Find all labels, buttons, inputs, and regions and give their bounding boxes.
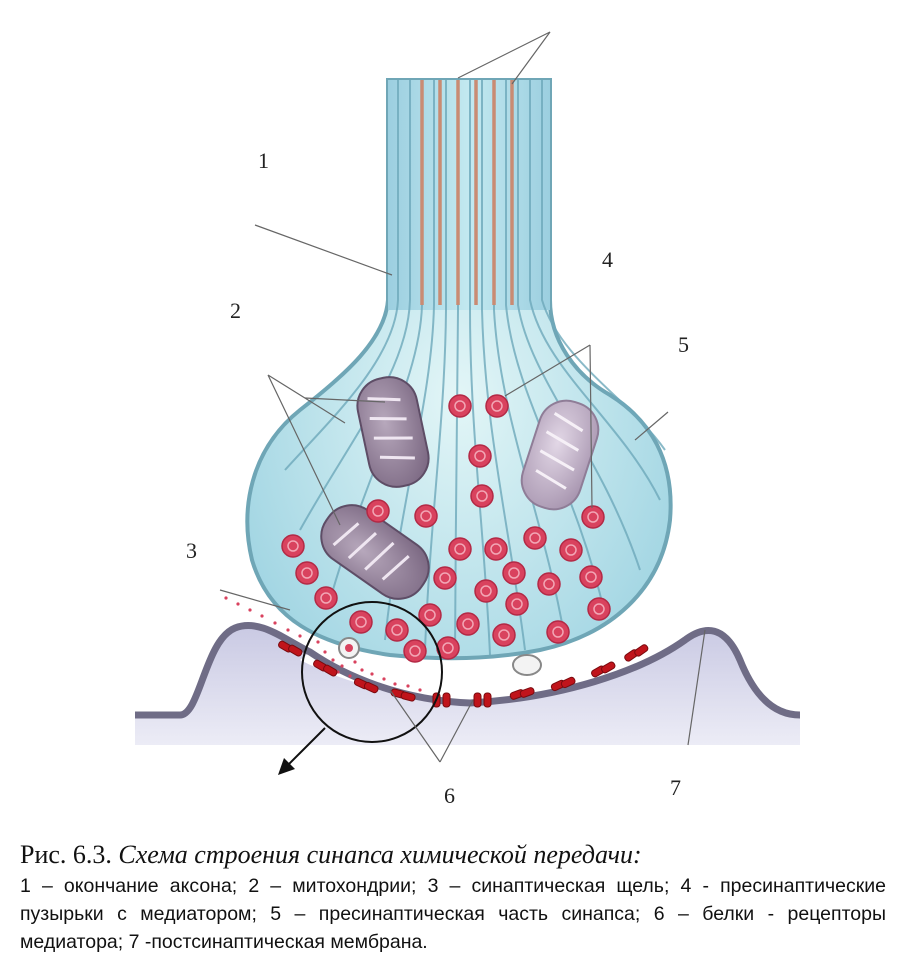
vesicle	[475, 580, 497, 602]
vesicle	[538, 573, 560, 595]
label-7: 7	[670, 775, 681, 800]
vesicle	[434, 567, 456, 589]
label-5: 5	[678, 332, 689, 357]
caption-legend: 1 – окончание аксона; 2 – митохондрии; 3…	[20, 872, 886, 956]
label-4: 4	[602, 247, 613, 272]
vesicle	[415, 505, 437, 527]
vesicle	[404, 640, 426, 662]
vesicle	[367, 500, 389, 522]
vesicle	[350, 611, 372, 633]
vesicle	[386, 619, 408, 641]
figure-caption: Рис. 6.3. Схема строения синапса химичес…	[20, 838, 886, 956]
label-2: 2	[230, 298, 241, 323]
vesicle	[296, 562, 318, 584]
vesicle	[582, 506, 604, 528]
label-1: 1	[258, 148, 269, 173]
vesicle	[315, 587, 337, 609]
vesicle	[547, 621, 569, 643]
vesicle	[471, 485, 493, 507]
vesicle	[449, 538, 471, 560]
caption-prefix: Рис. 6.3.	[20, 840, 112, 869]
vesicle	[457, 613, 479, 635]
vesicle	[485, 538, 507, 560]
vesicle	[560, 539, 582, 561]
fusing-vesicle	[339, 638, 359, 658]
vesicle	[486, 395, 508, 417]
vesicle	[449, 395, 471, 417]
vesicle	[580, 566, 602, 588]
caption-heading: Схема строения синапса химической переда…	[118, 840, 641, 869]
vesicle	[503, 562, 525, 584]
label-3: 3	[186, 538, 197, 563]
vesicle	[588, 598, 610, 620]
vesicle	[524, 527, 546, 549]
vesicle	[506, 593, 528, 615]
caption-title: Рис. 6.3. Схема строения синапса химичес…	[20, 838, 886, 872]
label-6: 6	[444, 783, 455, 808]
vesicle	[493, 624, 515, 646]
synapse-diagram: 1 2 3 4 5 6 7	[0, 0, 900, 840]
vesicle	[282, 535, 304, 557]
vesicle	[469, 445, 491, 467]
fusing-vesicle	[513, 655, 541, 675]
